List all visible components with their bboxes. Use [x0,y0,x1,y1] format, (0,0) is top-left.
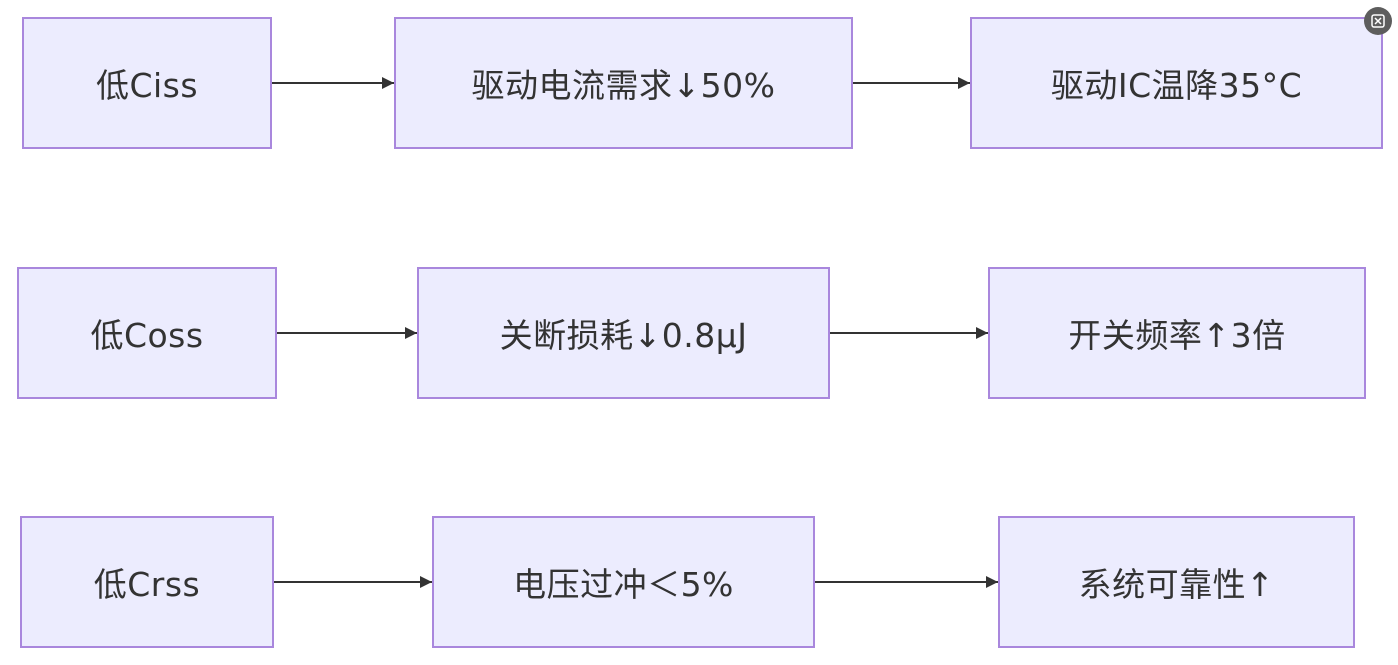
node-driver-ic-temp[interactable]: 驱动IC温降35°C [970,17,1383,149]
node-voltage-overshoot[interactable]: 电压过冲＜5% [432,516,815,648]
node-label: 系统可靠性↑ [1078,565,1275,604]
node-switching-frequency[interactable]: 开关频率↑3倍 [988,267,1366,399]
node-low-crss[interactable]: 低Crss [20,516,274,648]
node-label: 电压过冲＜5% [513,565,734,604]
node-label: 低Crss [93,565,201,604]
node-label: 关断损耗↓0.8μJ [499,316,748,355]
node-label: 开关频率↑3倍 [1068,316,1286,355]
node-system-reliability[interactable]: 系统可靠性↑ [998,516,1355,648]
expand-icon [1371,14,1385,28]
node-label: 低Ciss [95,66,199,105]
expand-button[interactable] [1364,7,1392,35]
node-label: 驱动IC温降35°C [1050,66,1303,105]
node-drive-current[interactable]: 驱动电流需求↓50% [394,17,853,149]
node-low-coss[interactable]: 低Coss [17,267,277,399]
node-label: 低Coss [90,316,204,355]
node-turnoff-loss[interactable]: 关断损耗↓0.8μJ [417,267,830,399]
node-label: 驱动电流需求↓50% [471,66,776,105]
node-low-ciss[interactable]: 低Ciss [22,17,272,149]
